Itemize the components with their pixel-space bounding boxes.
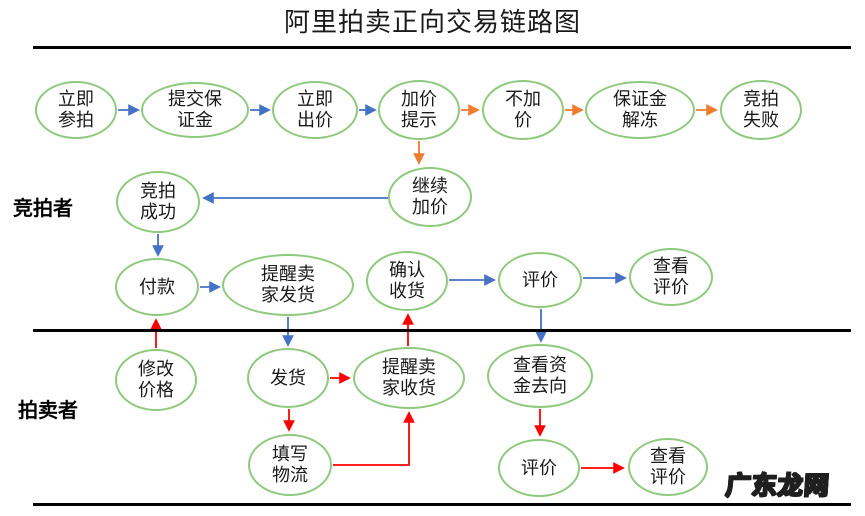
lane-label-seller: 拍卖者 [18,398,78,422]
divider-middle [33,329,851,332]
divider-top [33,46,851,49]
divider-bottom [33,503,851,506]
edge-fill-logistics-to-remind [333,411,415,466]
diagram-title: 阿里拍卖正向交易链路图 [283,8,581,38]
watermark: 广东龙网 [724,470,832,501]
lane-label-bidder: 竞拍者 [13,196,73,220]
